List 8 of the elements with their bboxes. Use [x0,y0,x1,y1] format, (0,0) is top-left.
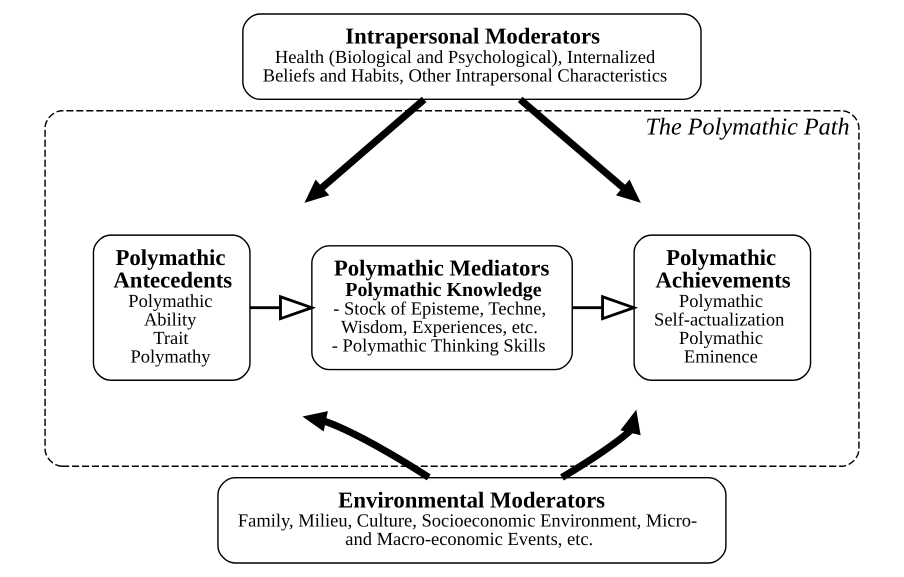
node-box: Polymathic Antecedents Polymathic Ability Trait Polymathy [92,234,251,381]
arrow [572,294,638,321]
node-box: Intrapersonal Moderators Health (Biological and Psychological), Internalized Beliefs and Habits, Other Intrapersonal Characteristics [242,13,702,100]
node-box: Environmental Moderators Family, Milieu, Culture, Socioeconomic Environment, Micro- and Macro-economic Events, etc. [217,476,727,564]
node-box: Polymathic Mediators Polymathic Knowledge - Stock of Episteme, Techne, Wisdom, Experiences, etc. - Polymathic Thinking Skills [311,245,573,370]
arrow [302,411,431,480]
arrow [250,294,316,321]
node-box: Polymathic Achievements Polymathic Self-actualization Polymathic Eminence [633,234,812,381]
